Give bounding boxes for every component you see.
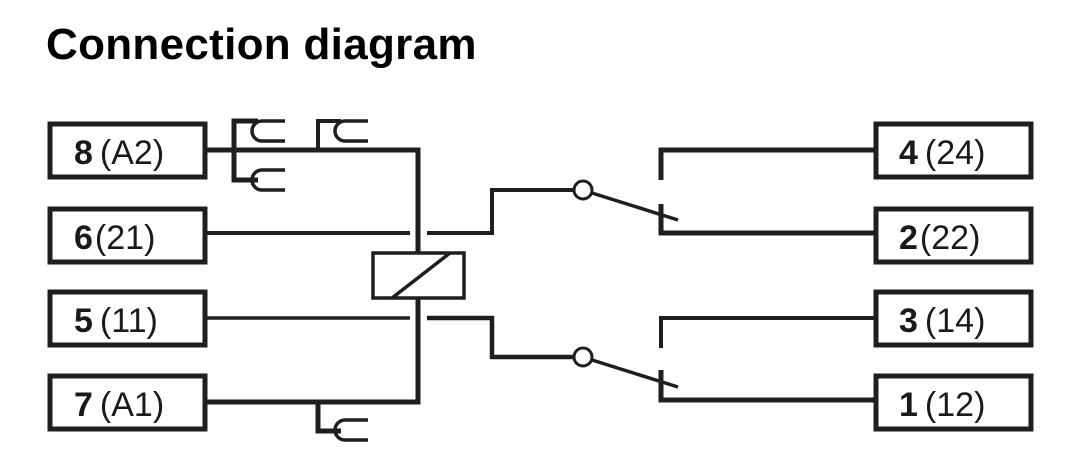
plug-branch-lower — [231, 150, 258, 183]
terminal-6-21 — [47, 206, 208, 265]
terminal-label-7: 7(A1) — [74, 386, 164, 424]
terminal-label-2: 2(22) — [899, 219, 980, 257]
wire-terminal-3 — [659, 316, 876, 348]
plug-icon — [333, 119, 368, 143]
wire-common-upper — [427, 188, 573, 235]
terminal-8-a2 — [47, 121, 208, 180]
terminal-label-8: 8(A2) — [74, 134, 164, 172]
plug-icon — [333, 418, 368, 442]
wire-a2-to-coil — [207, 147, 421, 252]
terminal-label-1: 1(12) — [899, 386, 985, 424]
plug-icon — [250, 119, 285, 143]
switch-blade-upper — [591, 191, 679, 222]
plug-branch-bottom — [315, 402, 341, 434]
terminal-box — [47, 373, 208, 432]
terminal-label-6: 6(21) — [74, 219, 155, 257]
terminal-label-5: 5(11) — [74, 302, 158, 340]
plug-icon — [250, 168, 285, 192]
terminal-box — [47, 121, 208, 180]
wire-a1-to-coil — [207, 298, 421, 405]
terminal-box — [47, 206, 208, 265]
relay-coil-diagonal — [390, 251, 452, 300]
terminal-box — [47, 289, 208, 348]
terminal-7-a1 — [47, 373, 208, 432]
terminal-label-4: 4(24) — [899, 134, 985, 172]
plug-branch-upper — [231, 118, 258, 150]
switch-blade-lower — [591, 358, 679, 389]
plug-branch-middle — [316, 119, 341, 150]
wire-terminal-1 — [658, 370, 876, 403]
switch-pivot-icon — [572, 179, 594, 201]
wire-terminal-2 — [658, 204, 876, 236]
page-title: Connection diagram — [46, 20, 477, 69]
terminal-label-3: 3(14) — [899, 302, 985, 340]
wire-common-lower — [427, 315, 573, 360]
wire-terminal-4 — [658, 147, 876, 180]
switch-pivot-icon — [572, 346, 594, 368]
terminal-5-11 — [47, 289, 208, 348]
